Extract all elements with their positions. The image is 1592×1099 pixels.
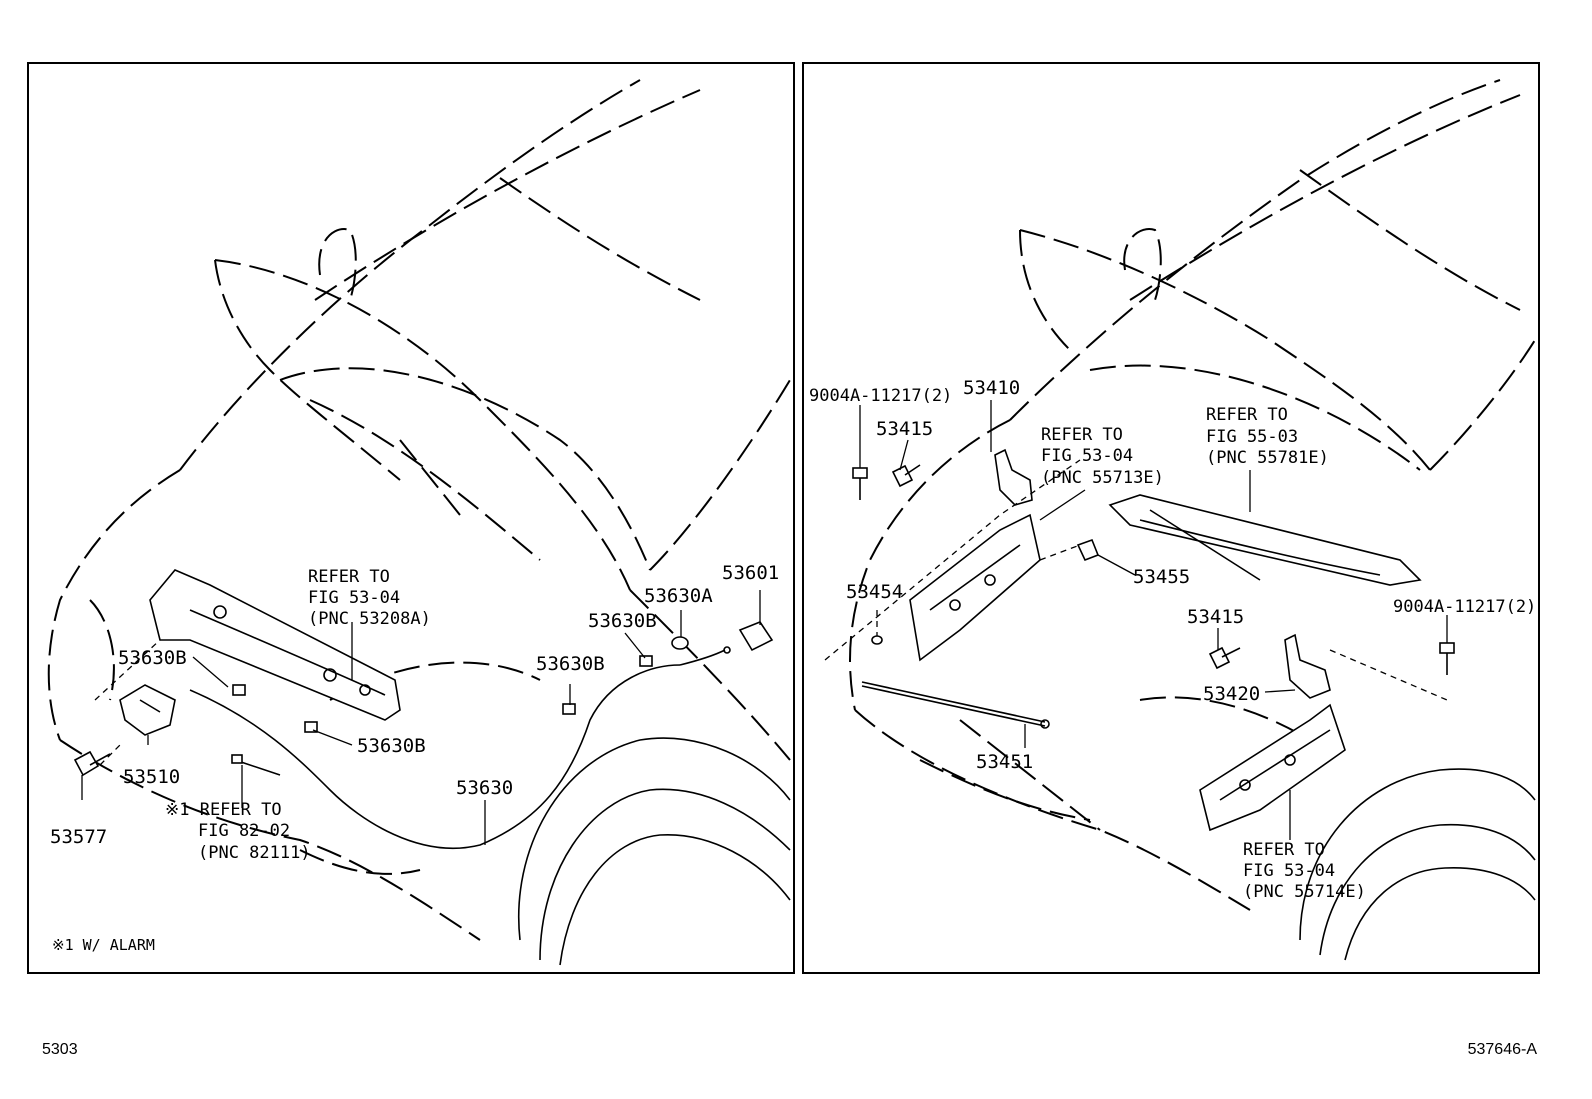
- clamps-53630B: [232, 655, 653, 733]
- label-53510: 53510: [123, 766, 180, 788]
- bolt-9004A-right: [1439, 642, 1455, 675]
- fender-apron-55714E: [1199, 703, 1346, 832]
- refer-55781E-line3: (PNC 55781E): [1206, 448, 1329, 468]
- refer-support-line1: REFER TO: [308, 567, 390, 587]
- refer-radiator-support: REFER TO FIG 53-04 (PNC 53208A): [308, 567, 431, 629]
- label-53454: 53454: [846, 581, 903, 603]
- refer-55713E: REFER TO FIG 53-04 (PNC 55713E): [1041, 425, 1164, 488]
- refer-alarm-line3: (PNC 82111): [198, 843, 311, 863]
- bolt-53577: [73, 750, 111, 777]
- nut-53454: [871, 635, 883, 645]
- label-9004A-left: 9004A-11217(2): [809, 386, 952, 406]
- refer-alarm-line2: FIG 82-02: [198, 821, 290, 841]
- label-53630B-top: 53630B: [588, 610, 657, 632]
- refer-55781E: REFER TO FIG 55-03 (PNC 55781E): [1206, 405, 1329, 468]
- refer-55714E-line2: FIG 53-04: [1243, 861, 1335, 881]
- grommet-53630A: [671, 636, 689, 650]
- label-53630B-mid: 53630B: [536, 653, 605, 675]
- label-53415-low: 53415: [1187, 606, 1244, 628]
- bolt-9004A-left: [852, 467, 868, 500]
- bolt-53415-top: [891, 464, 921, 488]
- left-panel: 53601 53630A 53630B 53630B 53630B 53630B…: [27, 62, 795, 974]
- refer-support-line3: (PNC 53208A): [308, 609, 431, 629]
- right-panel-frame: [802, 62, 1540, 974]
- clip-53455: [1076, 538, 1100, 562]
- label-53630B-left: 53630B: [118, 647, 187, 669]
- refer-support-line2: FIG 53-04: [308, 588, 400, 608]
- release-lever-53601: [738, 621, 774, 652]
- alarm-switch-wire: [231, 754, 281, 776]
- refer-alarm: ※1 REFER TO FIG 82-02 (PNC 82111): [165, 800, 311, 863]
- refer-55714E-line1: REFER TO: [1243, 840, 1325, 860]
- figure-code: 537646-A: [1468, 1041, 1538, 1058]
- label-53455: 53455: [1133, 566, 1190, 588]
- hood-hinge-53420: [1284, 633, 1331, 699]
- vehicle-outline-left: [47, 79, 791, 966]
- label-53420: 53420: [1203, 683, 1260, 705]
- page-code: 5303: [42, 1041, 78, 1058]
- label-53630B-low: 53630B: [357, 735, 426, 757]
- fender-apron-55713E: [909, 513, 1041, 662]
- support-rod-53451: [861, 681, 1050, 729]
- refer-55713E-line3: (PNC 55713E): [1041, 468, 1164, 488]
- hood-hinge-53410: [994, 448, 1033, 506]
- label-53630: 53630: [456, 777, 513, 799]
- refer-55714E-line3: (PNC 55714E): [1243, 882, 1366, 902]
- radiator-support: [149, 569, 401, 721]
- label-53577: 53577: [50, 826, 107, 848]
- label-53410: 53410: [963, 377, 1020, 399]
- right-panel: 9004A-11217(2) 53410 53415 53454 53455 5…: [802, 62, 1540, 974]
- left-panel-frame: [27, 62, 795, 974]
- refer-55781E-line1: REFER TO: [1206, 405, 1288, 425]
- label-53630A: 53630A: [644, 585, 713, 607]
- refer-55713E-line1: REFER TO: [1041, 425, 1123, 445]
- vehicle-outline-right: [849, 79, 1536, 961]
- label-53601: 53601: [722, 562, 779, 584]
- refer-55714E: REFER TO FIG 53-04 (PNC 55714E): [1243, 840, 1366, 902]
- label-9004A-right: 9004A-11217(2): [1393, 597, 1536, 617]
- label-53451: 53451: [976, 751, 1033, 773]
- label-53415-top: 53415: [876, 418, 933, 440]
- refer-55781E-line2: FIG 55-03: [1206, 427, 1298, 447]
- left-leader-lines: [81, 590, 761, 845]
- hood-lock-53510: [119, 684, 176, 736]
- cowl-panel-55781E: [1108, 494, 1422, 586]
- release-cable-53630: [189, 646, 731, 850]
- alarm-footnote: ※1 W/ ALARM: [52, 936, 155, 954]
- refer-alarm-line1: ※1 REFER TO: [165, 800, 282, 820]
- right-leader-lines: [824, 400, 1448, 840]
- bolt-53415-low: [1208, 646, 1241, 670]
- refer-55713E-line2: FIG 53-04: [1041, 446, 1133, 466]
